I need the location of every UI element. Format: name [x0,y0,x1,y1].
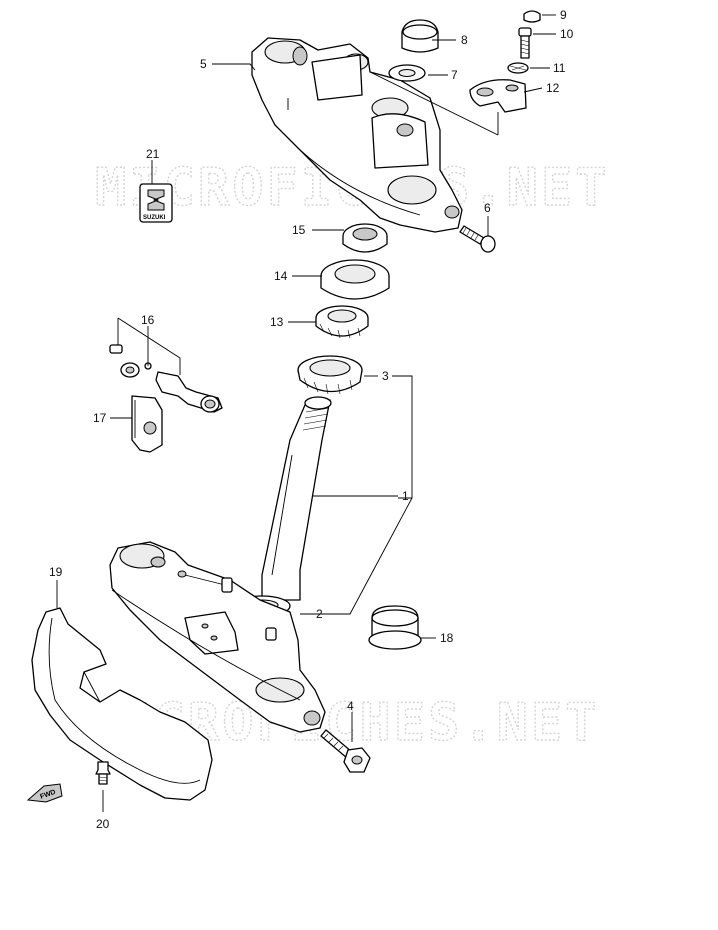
dust-seal-part-14 [320,259,390,300]
callout-21: 21 [146,147,160,161]
bolt-part-10 [518,27,532,59]
callout-18: 18 [440,631,454,645]
lock-washer-part-11 [507,62,529,74]
callout-19: 19 [49,565,63,579]
callout-1: 1 [402,489,409,503]
callout-9: 9 [560,8,567,22]
washer-part-7 [388,64,426,82]
callout-16: 16 [141,313,155,327]
suzuki-emblem-part-21: SUZUKI [139,183,173,223]
lower-bracket [109,541,326,733]
upper-bracket [251,37,463,233]
lock-cover-part-17 [131,395,163,453]
fwd-arrow-badge: FWD [26,783,63,803]
steering-lock-part-16 [109,317,223,413]
callout-12: 12 [546,81,560,95]
cap-part-18 [368,605,422,650]
screw-part-20 [95,761,111,785]
lower-bearing-part-3 [297,355,363,395]
callout-8: 8 [461,33,468,47]
callout-14: 14 [274,269,288,283]
steering-stem-part-1 [261,396,332,601]
callout-5: 5 [200,57,207,71]
bolt-part-6 [459,225,496,253]
cap-part-9 [523,10,541,23]
handlebar-clamp-part-12 [369,71,527,136]
leader-lines [56,14,556,812]
callout-4: 4 [347,699,354,713]
callout-15: 15 [292,223,306,237]
upper-bearing-part-13 [315,305,369,339]
stem-nut-part-15 [342,223,388,253]
callout-11: 11 [553,61,566,75]
callout-17: 17 [93,411,107,425]
callout-10: 10 [560,27,574,41]
suzuki-emblem-text: SUZUKI [143,215,166,221]
callout-2: 2 [316,607,323,621]
callout-7: 7 [451,68,458,82]
callout-13: 13 [270,315,284,329]
cap-part-8 [401,19,439,53]
lower-cover-part-19 [31,607,213,801]
bolt-part-4 [320,729,371,773]
callout-3: 3 [382,369,389,383]
callout-20: 20 [96,817,110,831]
callout-6: 6 [484,201,491,215]
